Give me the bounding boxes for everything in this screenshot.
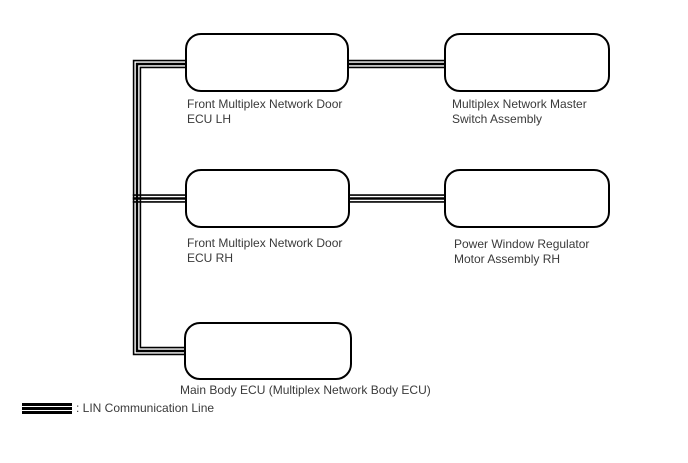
node-label-main-body-ecu: Main Body ECU (Multiplex Network Body EC…: [180, 383, 431, 397]
node-box-main-body-ecu: [184, 322, 352, 380]
node-label-multiplex-network-master-switch-assembly: Multiplex Network Master Switch Assembly: [452, 97, 587, 126]
node-box-multiplex-network-master-switch-assembly: [444, 33, 610, 92]
node-label-power-window-regulator-motor-assembly-rh: Power Window Regulator Motor Assembly RH: [454, 237, 590, 266]
node-label-front-multiplex-network-door-ecu-lh: Front Multiplex Network Door ECU LH: [187, 97, 343, 126]
node-box-front-multiplex-network-door-ecu-lh: [185, 33, 349, 92]
legend-label: : LIN Communication Line: [76, 401, 215, 415]
node-label-front-multiplex-network-door-ecu-rh: Front Multiplex Network Door ECU RH: [187, 236, 343, 265]
node-box-power-window-regulator-motor-assembly-rh: [444, 169, 610, 228]
lin-line-sample-icon: [22, 402, 72, 414]
legend: : LIN Communication Line: [22, 401, 214, 415]
node-box-front-multiplex-network-door-ecu-rh: [185, 169, 350, 228]
